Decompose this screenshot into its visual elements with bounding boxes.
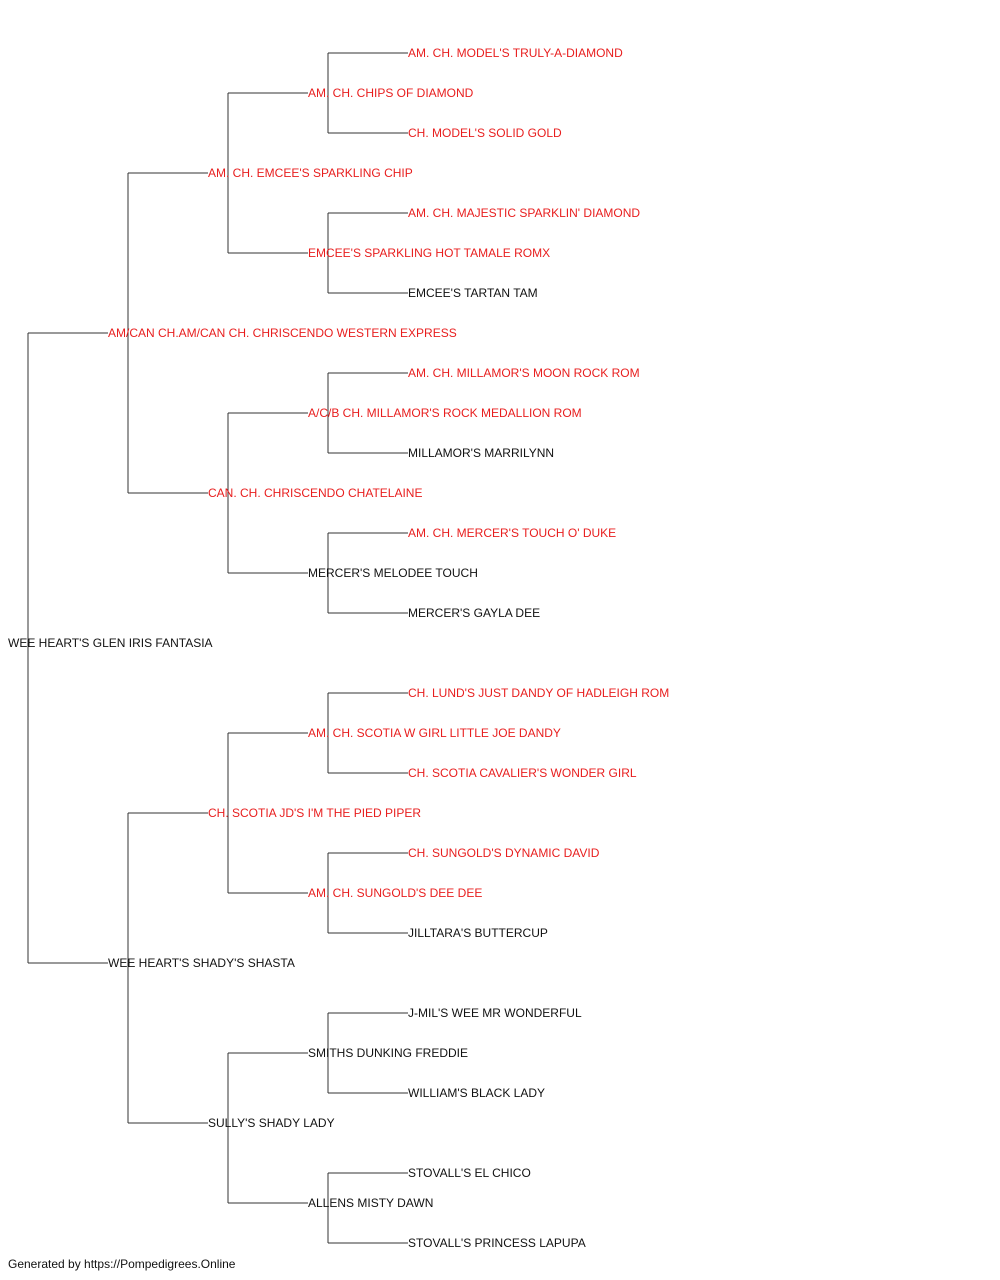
dam-name: MERCER'S GAYLA DEE xyxy=(408,606,541,620)
sire-name: J-MIL'S WEE MR WONDERFUL xyxy=(408,1006,582,1020)
dam-name: WILLIAM'S BLACK LADY xyxy=(408,1086,546,1100)
sire-name: A/C/B CH. MILLAMOR'S ROCK MEDALLION ROM xyxy=(308,406,582,420)
dam-name: EMCEE'S SPARKLING HOT TAMALE ROMX xyxy=(308,246,551,260)
sire-name: AM. CH. MILLAMOR'S MOON ROCK ROM xyxy=(408,366,640,380)
dam-name: CAN. CH. CHRISCENDO CHATELAINE xyxy=(208,486,423,500)
generated-by-footer: Generated by https://Pompedigrees.Online xyxy=(8,1257,236,1271)
dam-name: JILLTARA'S BUTTERCUP xyxy=(408,926,548,940)
dam-name: CH. SCOTIA CAVALIER'S WONDER GIRL xyxy=(408,766,637,780)
sire-name: CH. LUND'S JUST DANDY OF HADLEIGH ROM xyxy=(408,686,670,700)
sire-name: CH. SCOTIA JD'S I'M THE PIED PIPER xyxy=(208,806,422,820)
sire-name: AM. CH. MODEL'S TRULY-A-DIAMOND xyxy=(408,46,623,60)
sire-name: CH. SUNGOLD'S DYNAMIC DAVID xyxy=(408,846,600,860)
subject-name: WEE HEART'S GLEN IRIS FANTASIA xyxy=(8,636,213,650)
dam-name: MILLAMOR'S MARRILYNN xyxy=(408,446,555,460)
sire-name: AM. CH. EMCEE'S SPARKLING CHIP xyxy=(208,166,413,180)
dam-name: EMCEE'S TARTAN TAM xyxy=(408,286,538,300)
dam-name: STOVALL'S PRINCESS LAPUPA xyxy=(408,1236,586,1250)
dam-name: SULLY'S SHADY LADY xyxy=(208,1116,335,1130)
dam-name: WEE HEART'S SHADY'S SHASTA xyxy=(108,956,295,970)
dam-name: ALLENS MISTY DAWN xyxy=(308,1196,434,1210)
sire-name: SMITHS DUNKING FREDDIE xyxy=(308,1046,469,1060)
sire-name: AM. CH. SCOTIA W GIRL LITTLE JOE DANDY xyxy=(308,726,561,740)
sire-name: AM. CH. MAJESTIC SPARKLIN' DIAMOND xyxy=(408,206,641,220)
sire-name: AM. CH. MERCER'S TOUCH O' DUKE xyxy=(408,526,617,540)
sire-name: AM/CAN CH.AM/CAN CH. CHRISCENDO WESTERN … xyxy=(108,326,457,340)
dam-name: AM. CH. SUNGOLD'S DEE DEE xyxy=(308,886,483,900)
sire-name: STOVALL'S EL CHICO xyxy=(408,1166,531,1180)
dam-name: MERCER'S MELODEE TOUCH xyxy=(308,566,478,580)
sire-name: AM. CH. CHIPS OF DIAMOND xyxy=(308,86,474,100)
dam-name: CH. MODEL'S SOLID GOLD xyxy=(408,126,562,140)
